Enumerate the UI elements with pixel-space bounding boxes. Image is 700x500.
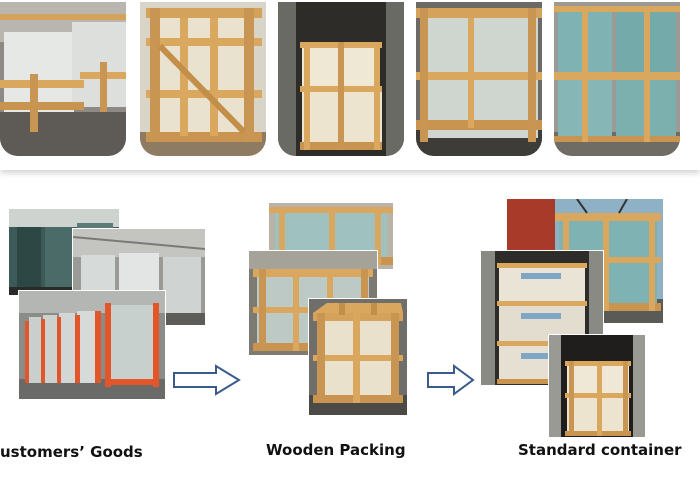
top-photo-strip bbox=[0, 0, 700, 170]
photo-crate-front bbox=[308, 298, 408, 416]
photo-crates-in-container bbox=[278, 2, 404, 156]
photo-glass-crates-warehouse bbox=[0, 2, 126, 156]
photo-teal-glass-racks bbox=[554, 2, 680, 156]
photo-orange-glass-racks bbox=[18, 290, 166, 400]
arrow-right-icon bbox=[172, 364, 242, 396]
photo-large-glass-crate bbox=[416, 2, 542, 156]
caption-wooden-packing: Wooden Packing bbox=[266, 441, 406, 459]
caption-customers-goods: ustomers’ Goods bbox=[0, 443, 143, 461]
photo-wooden-crate bbox=[140, 2, 266, 156]
caption-standard-container: Standard container bbox=[518, 441, 682, 459]
arrow-right-icon bbox=[426, 364, 476, 396]
photo-container-open-door bbox=[548, 334, 646, 438]
